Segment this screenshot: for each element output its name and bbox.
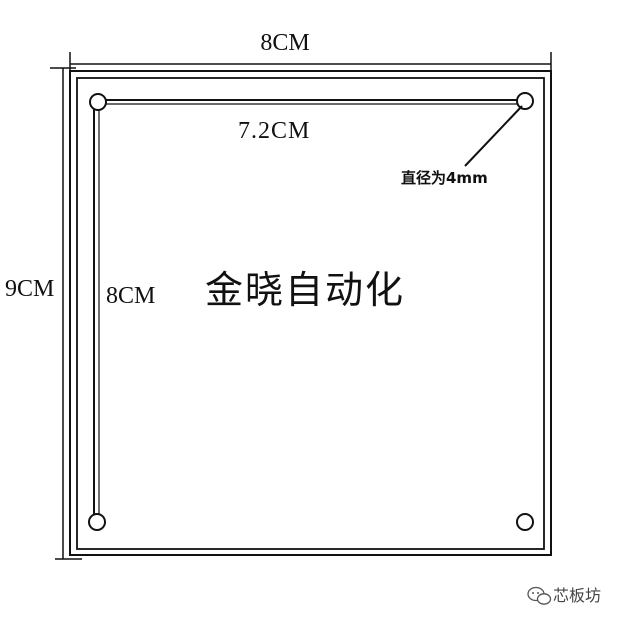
brand-name: 金晓自动化	[205, 268, 405, 312]
wechat-icon	[527, 586, 552, 605]
outer-width-label: 8CM	[260, 30, 309, 56]
board-outline	[69, 70, 552, 556]
board-inner-border	[76, 77, 545, 550]
hole-diameter-leader-line	[464, 105, 523, 167]
left-dimension: 9CM	[5, 67, 82, 560]
board-outer-border	[69, 70, 552, 556]
mounting-holes	[88, 92, 534, 531]
mounting-hole-bottom-right	[516, 513, 534, 531]
mounting-hole-top-left	[89, 93, 107, 111]
watermark: 芯板坊	[527, 586, 601, 605]
mounting-hole-bottom-left	[88, 513, 106, 531]
hole-span-horizontal-label: 7.2CM	[238, 118, 310, 144]
outer-height-label: 9CM	[5, 276, 54, 302]
watermark-text: 芯板坊	[553, 586, 601, 605]
mounting-hole-top-right	[516, 92, 534, 110]
top-dimension: 8CM	[69, 30, 552, 76]
hole-span-vertical-label: 8CM	[106, 283, 155, 309]
hole-span-lines	[93, 99, 525, 521]
hole-diameter-label: 直径为4mm	[401, 169, 488, 187]
